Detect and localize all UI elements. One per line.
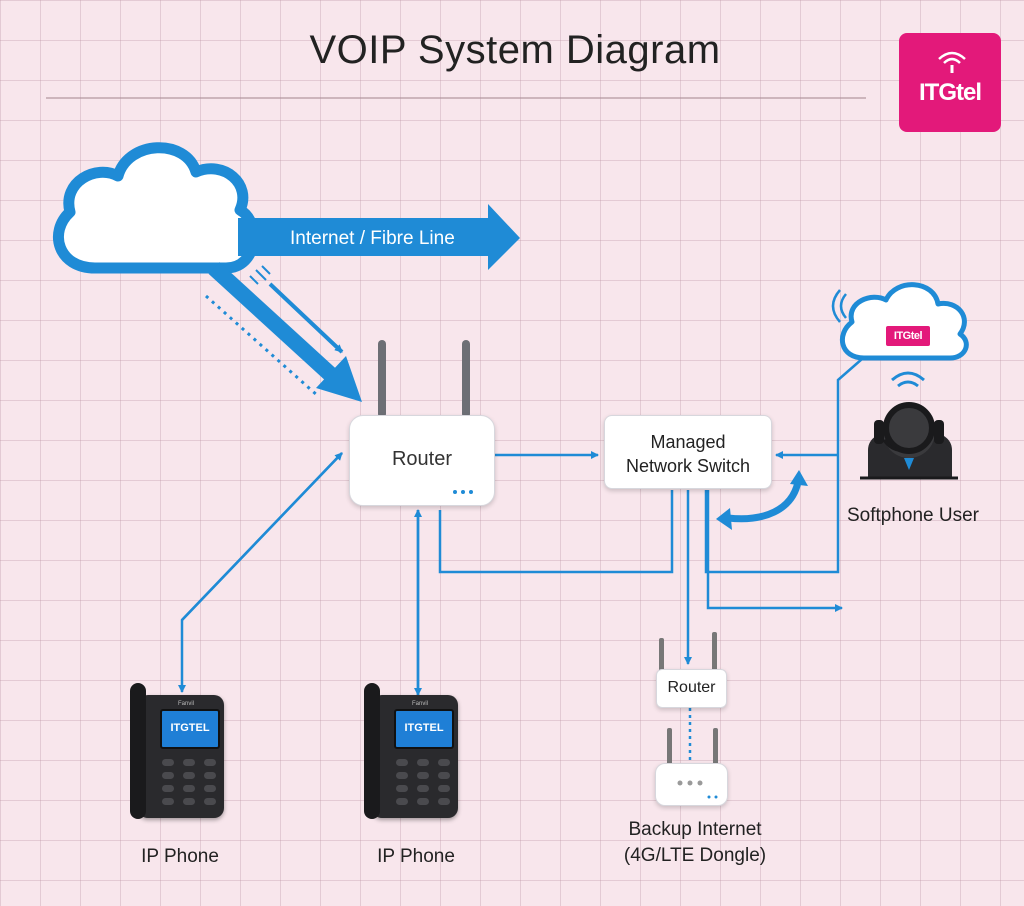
ip-phone-left-caption: IP Phone <box>141 846 219 867</box>
router-switch-loop-link <box>438 490 674 574</box>
wifi-waves-icon <box>938 51 966 73</box>
managed-switch-label: Managed Network Switch <box>605 430 771 478</box>
router-status-leds <box>453 490 473 494</box>
phone-key <box>396 772 408 779</box>
headset-user-icon <box>860 402 958 480</box>
phone-screen: ITGTEL <box>394 709 454 749</box>
managed-switch-label-line1: Managed <box>650 432 726 452</box>
phone-handset <box>364 683 380 819</box>
phone-key <box>438 798 450 805</box>
phone-key <box>162 785 174 792</box>
phone-key <box>396 785 408 792</box>
page-title: VOIP System Diagram <box>309 28 721 72</box>
router-device: Router <box>349 415 495 506</box>
softphone-user-caption: Softphone User <box>846 505 980 526</box>
router-label: Router <box>391 448 453 470</box>
phone-key <box>396 759 408 766</box>
managed-switch-label-line2: Network Switch <box>625 456 751 476</box>
phone-key <box>438 759 450 766</box>
phone-key <box>204 772 216 779</box>
phone-key <box>183 772 195 779</box>
ip-phone-right-caption: IP Phone <box>377 846 455 867</box>
router-antennas <box>378 340 470 418</box>
phone-key <box>417 785 429 792</box>
phone-screen-text: ITGTEL <box>404 722 444 734</box>
softphone-cloud-icon <box>840 282 969 361</box>
phone-screen-text: ITGTEL <box>170 722 210 734</box>
cloud-to-router-dotted-link <box>205 294 319 398</box>
internet-fibre-label: Internet / Fibre Line <box>290 228 455 249</box>
phone-key <box>183 759 195 766</box>
cloud-to-router-link <box>208 262 362 402</box>
backup-router-device: Router <box>656 669 727 708</box>
phone-brand-text: Fanvil <box>178 701 195 707</box>
phone-screen: ITGTEL <box>160 709 220 749</box>
brand-logo-text: ITGtel <box>918 79 982 106</box>
backup-internet-caption-line1: Backup Internet <box>628 819 762 840</box>
phone-key <box>204 798 216 805</box>
dongle-status-leds <box>677 780 703 786</box>
phone-key <box>438 772 450 779</box>
phone-key <box>162 759 174 766</box>
ip-phone-left: Fanvil ITGTEL <box>130 683 224 819</box>
switch-to-softphone-link <box>704 351 871 574</box>
dongle-indicator <box>707 795 718 799</box>
managed-switch-device: Managed Network Switch <box>604 415 772 489</box>
phone-keypad <box>162 759 216 805</box>
backup-internet-caption-line2: (4G/LTE Dongle) <box>623 845 767 866</box>
brand-logo: ITGtel <box>899 33 1001 132</box>
phone-key <box>183 798 195 805</box>
backup-internet-caption: Backup Internet (4G/LTE Dongle) <box>590 817 800 869</box>
phone-key <box>204 759 216 766</box>
phone-key <box>417 798 429 805</box>
internet-cloud-icon <box>52 142 260 274</box>
phone-key <box>396 798 408 805</box>
switch-curved-arrow <box>716 470 808 530</box>
signal-waves-icon <box>891 371 925 388</box>
phone-key <box>417 772 429 779</box>
internet-fibre-arrow <box>238 204 520 270</box>
phone-key <box>162 798 174 805</box>
title-divider <box>46 97 866 99</box>
softphone-cloud-logo-text: ITGtel <box>893 330 923 342</box>
wifi-signal-icon <box>831 289 847 323</box>
switch-right-exit-link <box>706 490 843 612</box>
backup-router-label: Router <box>667 679 716 696</box>
ip-phone-right: Fanvil ITGTEL <box>364 683 458 819</box>
phone-key <box>183 785 195 792</box>
cloud-to-router-thin-link <box>249 265 344 354</box>
dongle-antennas <box>667 728 718 766</box>
phone-keypad <box>396 759 450 805</box>
phone-key <box>204 785 216 792</box>
phone-brand-text: Fanvil <box>412 701 429 707</box>
lte-dongle-device <box>655 763 728 806</box>
phone-key <box>417 759 429 766</box>
phone-key <box>438 785 450 792</box>
backup-router-antennas <box>659 632 717 672</box>
phone-handset <box>130 683 146 819</box>
softphone-cloud-logo: ITGtel <box>886 326 930 346</box>
router-to-phone-left-link <box>178 452 343 693</box>
phone-key <box>162 772 174 779</box>
